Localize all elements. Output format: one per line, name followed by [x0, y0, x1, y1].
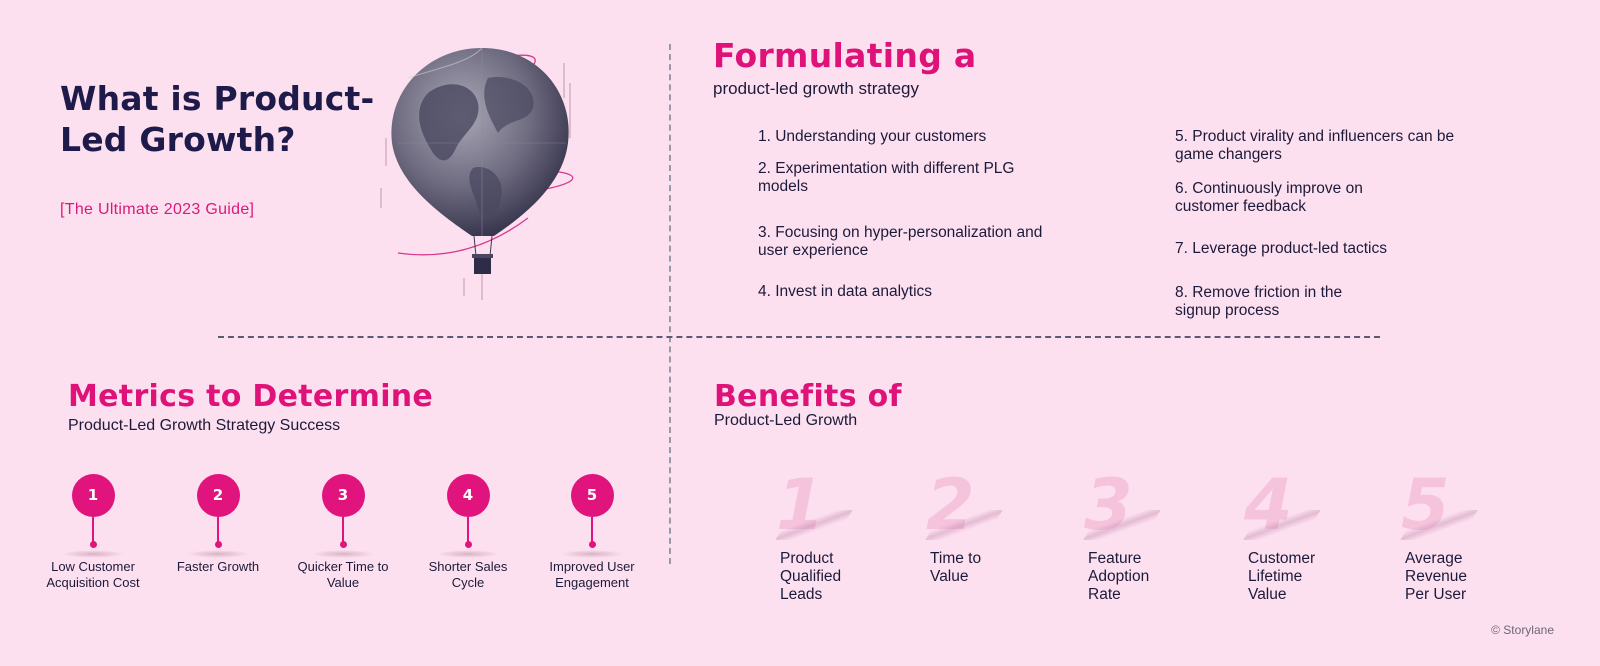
metric-item: 3 Quicker Time to Value [278, 474, 408, 591]
strategy-step-1: 1. Understanding your customers [758, 128, 987, 145]
formulating-subtitle: product-led growth strategy [713, 79, 919, 98]
strategy-step-5: 5. Product virality and influencers can … [1175, 128, 1455, 163]
strategy-step-4: 4. Invest in data analytics [758, 283, 933, 300]
metric-item: 1 Low Customer Acquisition Cost [28, 474, 158, 591]
pin-shadow [560, 550, 624, 558]
benefit-label: Customer Lifetime Value [1248, 550, 1316, 603]
pin-stem [591, 517, 593, 543]
pin-shadow [61, 550, 125, 558]
benefit-label: Time to Value [930, 550, 982, 585]
hero-subtitle: [The Ultimate 2023 Guide] [60, 201, 255, 218]
benefit-number: 3 [1084, 464, 1133, 546]
benefit-number: 5 [1401, 464, 1450, 546]
strategy-step-3: 3. Focusing on hyper-personalization and… [758, 224, 1043, 259]
pin-stem [92, 517, 94, 543]
vertical-divider [669, 44, 671, 564]
benefit-label: Average Revenue Per User [1405, 550, 1468, 603]
metrics-subtitle: Product-Led Growth Strategy Success [68, 417, 341, 434]
pin-shadow [186, 550, 250, 558]
benefits-subtitle: Product-Led Growth [714, 412, 858, 429]
metric-number-badge: 3 [321, 474, 365, 517]
pin-stem [342, 517, 344, 543]
metric-number-badge: 5 [570, 474, 614, 517]
pin-dot [89, 541, 97, 548]
pin-dot [214, 541, 222, 548]
pin-shadow [311, 550, 375, 558]
benefit-number: 1 [776, 464, 825, 546]
pin-dot [339, 541, 347, 548]
metric-label: Improved User Engagement [549, 559, 635, 590]
benefits-title: Benefits of [714, 379, 902, 414]
metric-number-badge: 2 [196, 474, 240, 517]
copyright-credit: © Storylane [1491, 623, 1554, 637]
metric-number-badge: 1 [71, 474, 115, 517]
strategy-step-7: 7. Leverage product-led tactics [1175, 240, 1387, 257]
metric-label: Low Customer Acquisition Cost [46, 559, 140, 590]
pin-stem [217, 517, 219, 543]
benefit-label: Feature Adoption Rate [1088, 550, 1150, 603]
pin-stem [467, 517, 469, 543]
pin-shadow [436, 550, 500, 558]
metrics-title: Metrics to Determine [68, 379, 434, 414]
metric-item: 4 Shorter Sales Cycle [403, 474, 533, 591]
pin-dot [588, 541, 596, 548]
metric-label: Shorter Sales Cycle [428, 559, 508, 590]
metric-label: Quicker Time to Value [297, 559, 389, 590]
benefit-number: 4 [1244, 464, 1293, 546]
hero-title: What is Product-Led Growth? [60, 79, 375, 159]
strategy-step-2: 2. Experimentation with different PLG mo… [758, 160, 1015, 195]
hot-air-balloon-illustration [380, 47, 574, 300]
metric-item: 5 Improved User Engagement [527, 474, 657, 591]
metric-number-badge: 4 [446, 474, 490, 517]
pin-dot [464, 541, 472, 548]
benefit-label: Product Qualified Leads [780, 550, 842, 603]
horizontal-divider [218, 336, 1380, 338]
strategy-step-8: 8. Remove friction in the signup process [1175, 284, 1343, 319]
metric-label: Faster Growth [176, 559, 260, 574]
metric-item: 2 Faster Growth [153, 474, 283, 575]
benefit-number: 2 [926, 464, 975, 546]
formulating-title: Formulating a [713, 36, 977, 75]
strategy-step-6: 6. Continuously improve on customer feed… [1175, 180, 1363, 215]
